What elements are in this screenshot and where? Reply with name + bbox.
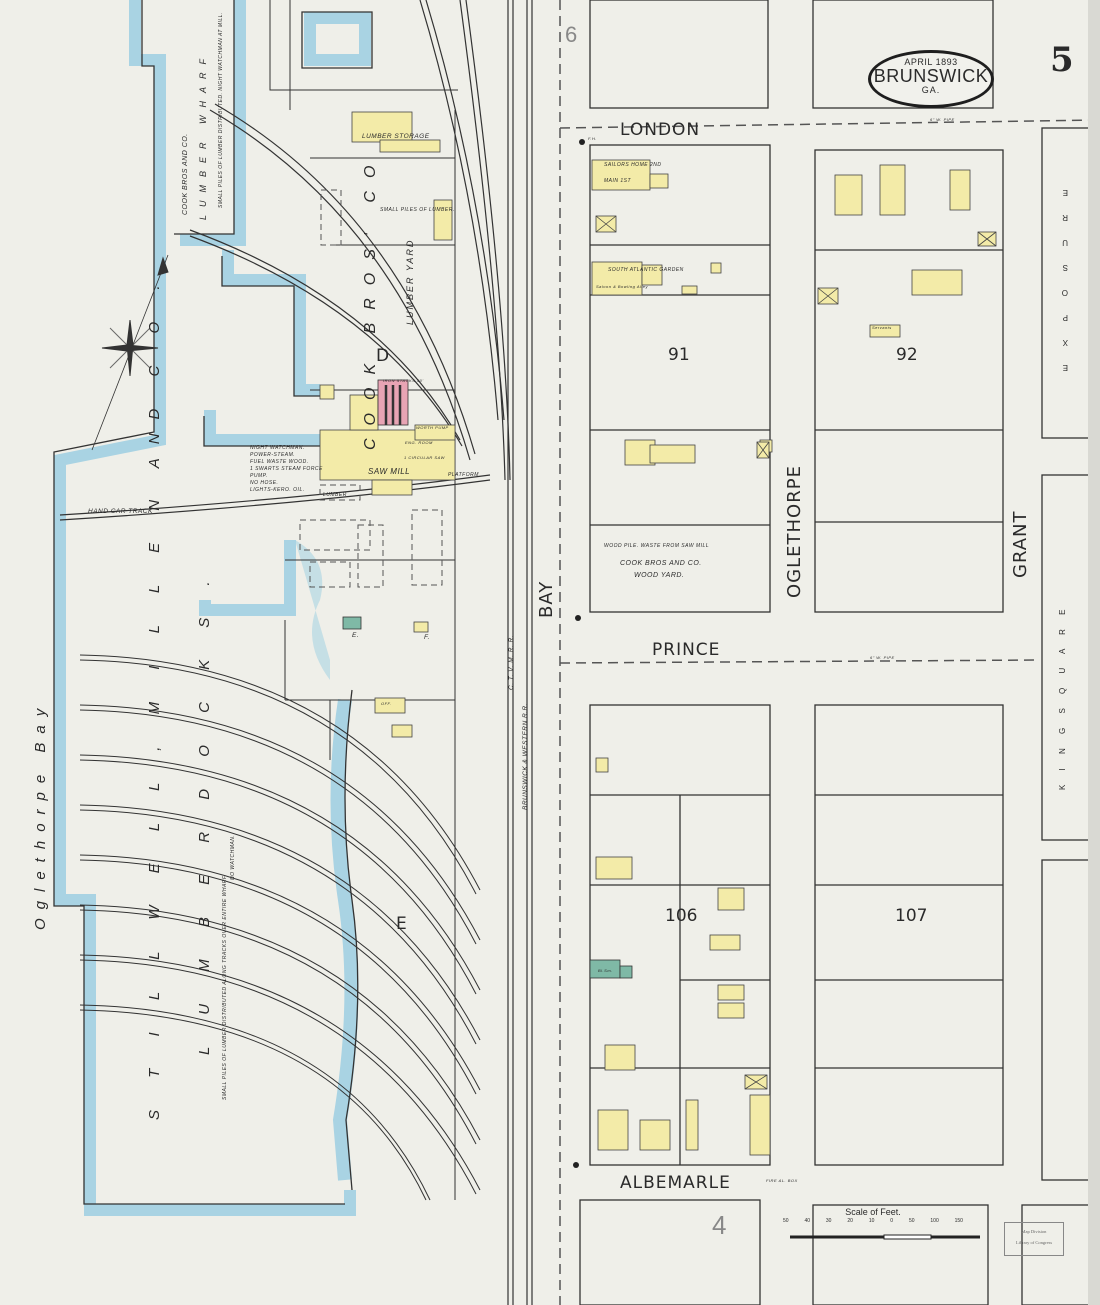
scale-title: Scale of Feet. (845, 1207, 901, 1217)
scale-bar (790, 1234, 980, 1240)
blacksmith-label: Bl.Sm. (598, 968, 613, 973)
south-atlantic-garden: SOUTH ATLANTIC GARDEN (608, 267, 684, 273)
servants-quarters: Servants (872, 325, 892, 330)
cook-lumber-wharf: LUMBER WHARF (198, 50, 208, 220)
docks-note-2: NO WATCHMAN. (230, 834, 236, 880)
mill-notes: NIGHT WATCHMAN. POWER-STEAM. FUEL WASTE … (250, 445, 323, 493)
block-d: D (376, 346, 390, 366)
city-blocks (579, 0, 1100, 1305)
state-name: GA. (921, 85, 941, 95)
hand-car-track: HAND CAR TRACK (88, 508, 153, 515)
stillwell-millen-co: S T I L L W E L L , M I L L E N AND C O … (146, 271, 163, 1120)
shoreline-lines (53, 0, 373, 1205)
adjoining-sheet-south: 4 (712, 1210, 727, 1240)
map-date: APRIL 1893 (904, 57, 958, 67)
railroad-ctv: C. T. V. M. R. R. (508, 634, 515, 690)
saw-mill: SAW MILL (368, 467, 411, 476)
street-bay: BAY (536, 580, 557, 618)
cook-wharf-owner: COOK BROS AND CO. (182, 133, 189, 215)
railroad-tracks (59, 0, 533, 1305)
compass-rose-icon (91, 254, 169, 451)
street-oglethorpe: OGLETHORPE (784, 465, 805, 598)
wood-yard: WOOD YARD. (634, 572, 685, 579)
building-e-label: E. (352, 632, 360, 639)
water-pipe-prince: 6" W. PIPE (870, 655, 895, 660)
fire-hydrants (573, 139, 585, 1168)
lumber-piles (299, 189, 443, 588)
lumber-yard: LUMBER YARD (405, 238, 415, 325)
block-106: 106 (665, 906, 698, 926)
shoreline-water (54, 0, 371, 1216)
sailors-home-main: MAIN 1ST (604, 178, 632, 184)
library-stamp: Map Division Library of Congress (1004, 1222, 1064, 1256)
wood-yard-owner: COOK BROS AND CO. (620, 560, 702, 567)
engine-room: ENG. ROOM (405, 440, 433, 445)
wood-pile-note: WOOD PILE. WASTE FROM SAW MILL (604, 543, 710, 549)
cook-wharf-note: SMALL PILES OF LUMBER DISTRIBUTED. NIGHT… (218, 12, 224, 208)
dock-tracks (79, 654, 481, 1201)
steam-pump: WORTH PUMP (416, 425, 449, 430)
street-albemarle: ALBEMARLE (620, 1173, 731, 1193)
circular-saw: 1 CIRCULAR SAW (404, 455, 445, 460)
sheet-number: 5 (1050, 40, 1074, 80)
fire-alarm-box: FIRE AL. BOX (766, 1178, 798, 1183)
street-prince: PRINCE (652, 640, 721, 660)
city-name: BRUNSWICK (873, 66, 989, 86)
docks-note: SMALL PILES OF LUMBER DISTRIBUTED ALONG … (222, 874, 228, 1100)
sheds (595, 215, 997, 1090)
oglethorpe-bay-label: Oglethorpe Bay (32, 699, 49, 930)
block-e: E (396, 914, 407, 934)
cook-bros-co-large: COOK BROS' CO (362, 152, 379, 450)
sailors-home: SAILORS HOME 2ND (604, 162, 662, 168)
water-pipe-london: 6" W. PIPE (930, 117, 955, 122)
block-91: 91 (668, 345, 690, 365)
exposure-label: E X P O S U R E (1061, 188, 1068, 372)
street-grant: GRANT (1010, 510, 1031, 579)
water-pipes (559, 0, 1100, 1305)
map-title-cartouche: APRIL 1893 BRUNSWICK GA. (868, 50, 994, 108)
fire-hydrant-label: F.H. (588, 136, 598, 141)
stone-building-e (342, 616, 362, 630)
lumber-storage: LUMBER STORAGE (362, 133, 430, 140)
iron-stacks: IRON STACKS 50' (383, 378, 424, 383)
bowling-alley: Saloon & Bowling Alley (596, 284, 648, 289)
railroad-brunswick-western: BRUNSWICK & WESTERN R.R. (522, 703, 529, 810)
platform-label: PLATFORM (448, 472, 479, 478)
lumber-docks: L U M B E R D O C K S . (196, 567, 213, 1055)
frame-buildings (319, 111, 971, 1156)
small-piles-lumber: SMALL PILES OF LUMBER. (380, 207, 455, 213)
building-f-label: F. (424, 634, 430, 641)
king-square-label: K I N G S Q U A R E (1058, 603, 1067, 790)
block-92: 92 (896, 345, 918, 365)
office-label: OFF. (381, 701, 392, 706)
lumber-label: LUMBER (323, 492, 347, 498)
block-107: 107 (895, 906, 928, 926)
adjoining-sheet-north: 6 (565, 22, 578, 47)
street-london: LONDON (620, 120, 701, 140)
